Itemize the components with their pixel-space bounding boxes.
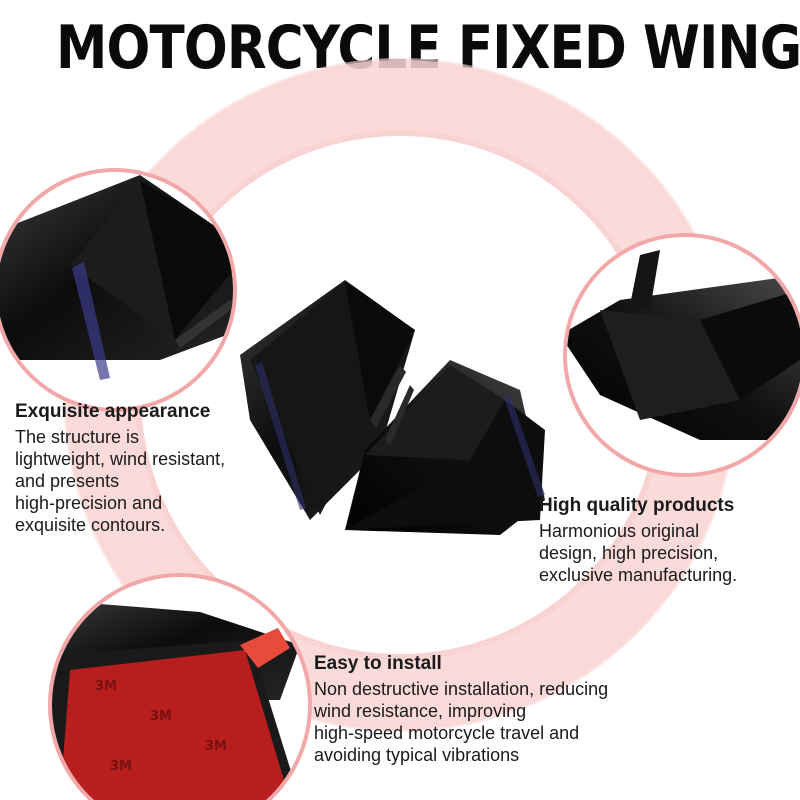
feature-line: high-speed motorcycle travel and bbox=[314, 723, 580, 743]
feature-line: avoiding typical vibrations bbox=[314, 745, 520, 765]
wing-right bbox=[345, 360, 545, 535]
feature-install: Easy to install Non destructive installa… bbox=[314, 652, 734, 766]
feature-line: exquisite contours. bbox=[15, 515, 166, 535]
feature-heading: Easy to install bbox=[314, 653, 442, 674]
feature-appearance: Exquisite appearance The structure is li… bbox=[15, 400, 295, 536]
feature-line: wind resistance, improving bbox=[314, 701, 527, 721]
tape-label: 3M bbox=[95, 679, 117, 694]
feature-line: The structure is bbox=[15, 427, 140, 447]
feature-line: Harmonious original bbox=[539, 521, 700, 541]
wing-left bbox=[240, 280, 415, 520]
tape-label: 3M bbox=[150, 709, 172, 724]
feature-line: Non destructive installation, reducing bbox=[314, 679, 609, 699]
detail-circle-install: 3M 3M 3M 3M bbox=[48, 573, 312, 800]
detail-circle-quality bbox=[563, 233, 800, 477]
tape-label: 3M bbox=[205, 739, 227, 754]
feature-line: design, high precision, bbox=[539, 543, 719, 563]
tape-label: 3M bbox=[110, 759, 132, 774]
feature-line: and presents bbox=[15, 471, 120, 491]
feature-heading: High quality products bbox=[539, 495, 735, 516]
detail-circle-appearance bbox=[0, 168, 237, 412]
feature-heading: Exquisite appearance bbox=[15, 401, 211, 422]
feature-line: high-precision and bbox=[15, 493, 163, 513]
feature-line: exclusive manufacturing. bbox=[539, 565, 738, 585]
feature-line: lightweight, wind resistant, bbox=[15, 449, 226, 469]
feature-quality: High quality products Harmonious origina… bbox=[539, 494, 797, 586]
